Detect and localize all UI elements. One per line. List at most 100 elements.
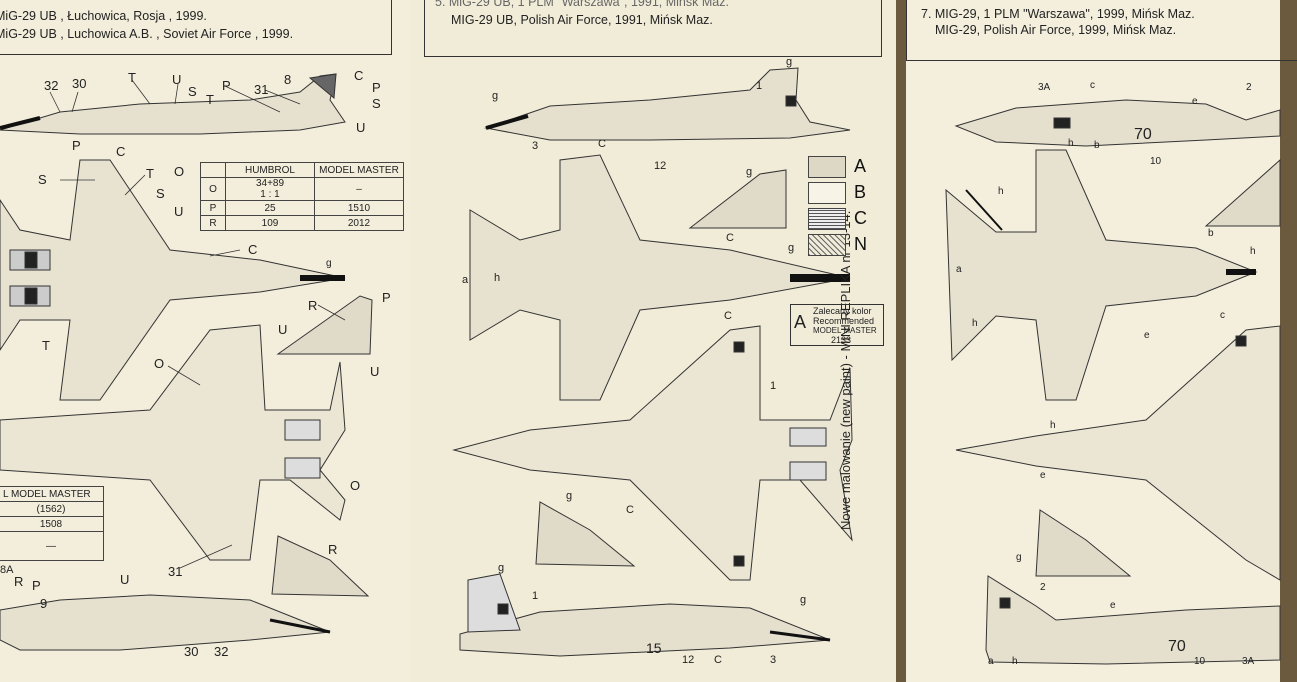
callout-label: g — [326, 258, 332, 269]
callout-label: 10 — [1150, 156, 1162, 167]
callout-label: 15 — [646, 640, 662, 656]
table-cell: R — [200, 215, 226, 231]
callout-label: 3A — [1038, 82, 1051, 93]
callout-label: h — [1012, 656, 1018, 667]
legend-label-c: C — [854, 208, 867, 228]
table-cell: 25 — [225, 200, 315, 216]
legend-label-a: A — [854, 156, 867, 176]
table-header-model-master: MODEL MASTER — [314, 162, 404, 178]
callout-label: h — [1068, 138, 1074, 149]
callout-label: P — [372, 80, 381, 95]
callout-label: e — [1110, 600, 1116, 611]
callout-label: g — [786, 56, 793, 68]
callout-label: 32 — [44, 78, 59, 93]
callout-label: 8A — [0, 564, 14, 576]
callout-label: U — [278, 322, 288, 337]
callout-label: h — [972, 318, 978, 329]
callout-label: S — [372, 96, 381, 111]
callout-label: e — [1144, 330, 1150, 341]
callout-label: 9 — [40, 596, 48, 611]
callout-label: T — [128, 70, 136, 85]
callout-label: 2 — [1246, 82, 1252, 93]
callout-label: 32 — [214, 644, 229, 659]
callout-label: S — [156, 186, 165, 201]
table-header-humbrol: HUMBROL — [225, 162, 315, 178]
callout-label: 3 — [770, 654, 777, 666]
callout-label: R — [14, 574, 24, 589]
callout-label: a — [956, 264, 962, 275]
rec-line1: Zalecany kolor — [813, 306, 872, 316]
callout-label: b — [1094, 140, 1100, 151]
model-master-table: L MODEL MASTER (1562) 1508 — — [0, 486, 104, 561]
table2-cell: 1508 — [0, 516, 104, 532]
callout-label: 1 — [756, 80, 763, 92]
callout-label: 8 — [284, 72, 292, 87]
callout-label: T — [206, 92, 214, 107]
legend-swatch-c — [808, 208, 846, 230]
callout-label: g — [566, 490, 573, 502]
callout-label: 3A — [1242, 656, 1255, 667]
callout-label: T — [42, 338, 50, 353]
right-caption-line1: 7. MIG-29, 1 PLM "Warszawa", 1999, Mińsk… — [921, 7, 1195, 21]
callout-label: h — [1250, 246, 1256, 257]
callout-label: O — [350, 478, 361, 493]
callout-label: P — [382, 290, 391, 305]
callout-label: b — [1208, 228, 1214, 239]
callout-label: 12 — [682, 654, 695, 666]
table-cell: 34+89 1 : 1 — [225, 177, 315, 201]
callout-label: U — [174, 204, 184, 219]
callout-label: g — [788, 242, 795, 254]
legend-swatch-b — [808, 182, 846, 204]
callout-label: C — [724, 310, 732, 322]
callout-label: T — [146, 166, 154, 181]
legend-swatch-a — [808, 156, 846, 178]
callout-label: h — [998, 186, 1004, 197]
callout-label: c — [1090, 80, 1095, 91]
callout-label: 31 — [254, 82, 269, 97]
rec-line3: MODEL MASTER — [813, 326, 877, 335]
callout-label: C — [626, 504, 634, 516]
legend-swatch-n — [808, 234, 846, 256]
callout-label: P — [72, 138, 81, 153]
callout-label: 30 — [184, 644, 199, 659]
callout-label: U — [172, 72, 182, 87]
left-caption-line2: MiG-29 UB , Luchowica A.B. , Soviet Air … — [0, 27, 294, 41]
middle-caption-box: 5. MiG-29 UB, 1 PLM "Warszawa", 1991, Mi… — [424, 0, 882, 57]
left-instruction-sheet: MiG-29 UB , Łuchowica, Rosja , 1999. MiG… — [0, 0, 410, 682]
callout-label: a — [988, 656, 994, 667]
callout-label: U — [370, 364, 380, 379]
callout-label: S — [188, 84, 197, 99]
table-cell: 2012 — [314, 215, 404, 231]
callout-label: 2 — [1040, 582, 1046, 593]
callout-label: h — [494, 272, 501, 284]
callout-label: P — [32, 578, 41, 593]
table-cell: – — [314, 177, 404, 201]
table2-cell: — — [0, 531, 104, 561]
callout-label: U — [356, 120, 366, 135]
callout-label: 1 — [532, 590, 539, 602]
callout-label: P — [222, 78, 231, 93]
rec-line2: Recommended — [813, 316, 875, 326]
callout-label: R — [328, 542, 338, 557]
middle-aircraft-drawings — [452, 67, 853, 657]
right-caption-box: 7. MIG-29, 1 PLM "Warszawa", 1999, Mińsk… — [906, 0, 1297, 61]
callout-label: C — [354, 68, 364, 83]
callout-label: 1 — [770, 380, 777, 392]
legend-label-b: B — [854, 182, 867, 202]
callout-label: C — [248, 242, 258, 257]
callout-label: 31 — [168, 564, 183, 579]
table-header-blank — [200, 162, 226, 178]
callout-label: g — [492, 90, 499, 102]
middle-caption-line2: MIG-29 UB, Polish Air Force, 1991, Mińsk… — [451, 13, 713, 27]
callout-label: 10 — [1194, 656, 1206, 667]
callout-label: 12 — [654, 160, 667, 172]
callout-label: e — [1040, 470, 1046, 481]
callout-label: h — [1050, 420, 1056, 431]
table-cell: 1510 — [314, 200, 404, 216]
table2-header: L MODEL MASTER — [0, 486, 104, 502]
callout-label: 70 — [1134, 126, 1152, 143]
callout-label: O — [174, 164, 185, 179]
callout-label: U — [120, 572, 130, 587]
left-caption-box: MiG-29 UB , Łuchowica, Rosja , 1999. MiG… — [0, 0, 392, 55]
